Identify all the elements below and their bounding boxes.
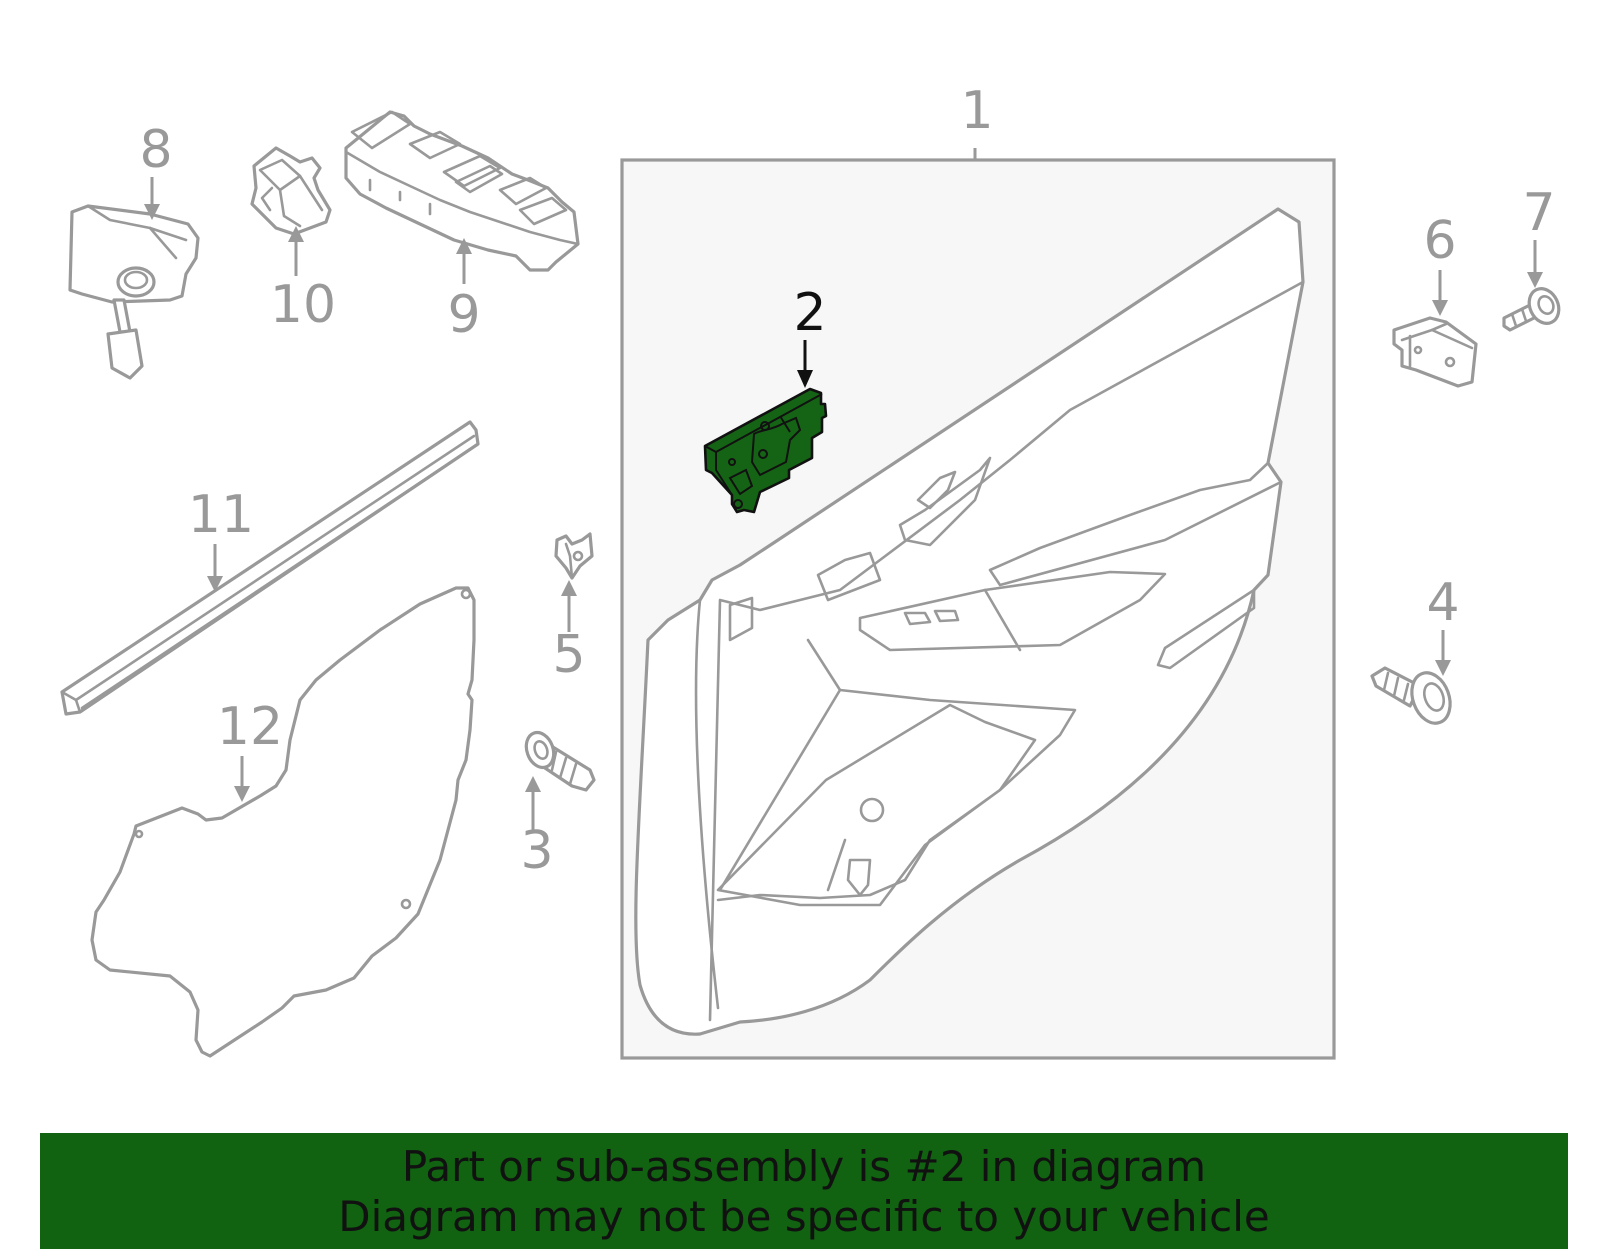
callout-1-label: 1: [960, 81, 993, 141]
part-10-switch[interactable]: [250, 146, 332, 236]
banner-line-1: Part or sub-assembly is #2 in diagram: [401, 1142, 1207, 1191]
part-1-door-trim-panel[interactable]: [620, 158, 1336, 1060]
callout-8-label: 8: [139, 120, 172, 180]
callout-2-label: 2: [793, 283, 826, 343]
part-11-weatherstrip[interactable]: [60, 420, 480, 716]
callout-10-label: 10: [270, 275, 336, 335]
part-12-watershield[interactable]: [90, 586, 476, 1058]
part-9-window-switch[interactable]: [344, 110, 580, 272]
callout-5-label: 5: [552, 625, 585, 685]
callout-7-label: 7: [1522, 183, 1555, 243]
part-8-tweeter[interactable]: [68, 204, 200, 380]
part-2-highlighted[interactable]: [703, 387, 828, 514]
part-4-bolt[interactable]: [1370, 666, 1457, 728]
callout-4-label: 4: [1426, 573, 1459, 633]
callout-6-label: 6: [1423, 211, 1456, 271]
part-7-screw[interactable]: [1502, 284, 1564, 332]
callout-9-label: 9: [447, 285, 480, 345]
part-5-clip[interactable]: [554, 532, 594, 580]
info-banner: Part or sub-assembly is #2 in diagram Di…: [40, 1133, 1568, 1249]
callout-3-label: 3: [520, 821, 553, 881]
part-6-bracket[interactable]: [1392, 316, 1478, 388]
callout-11-label: 11: [188, 485, 254, 545]
part-3-screw[interactable]: [522, 729, 596, 792]
callout-12-label: 12: [217, 697, 283, 757]
banner-line-2: Diagram may not be specific to your vehi…: [338, 1192, 1270, 1241]
